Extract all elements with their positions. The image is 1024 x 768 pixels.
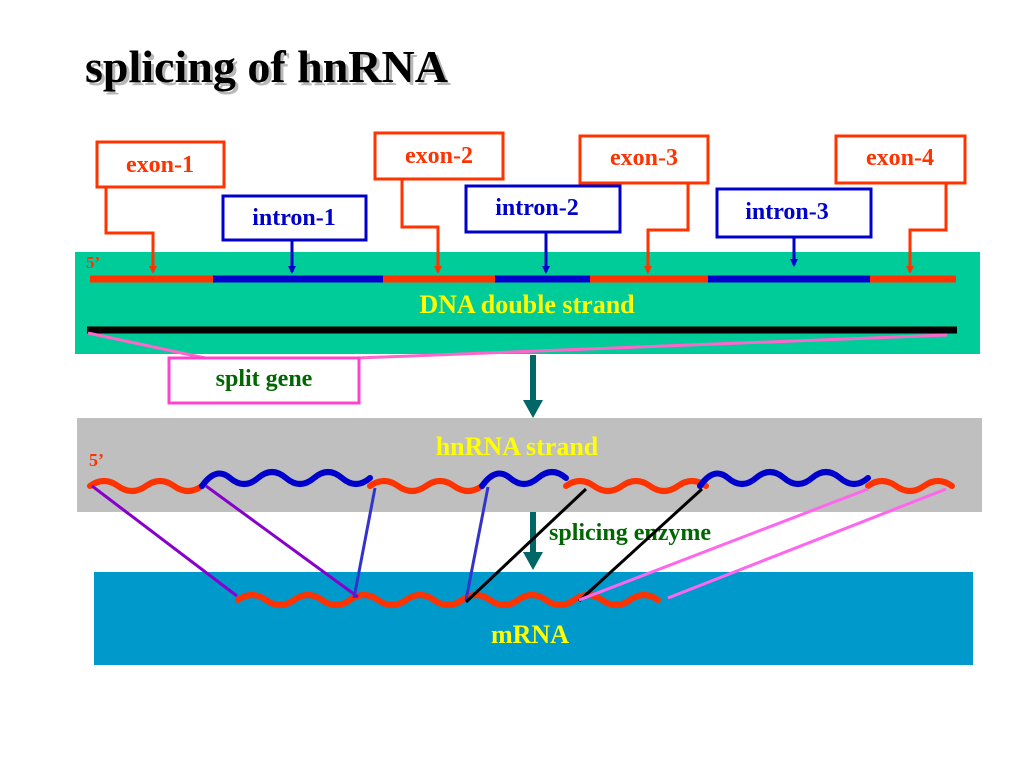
- transcription-arrow: [523, 355, 543, 418]
- hnrna-exon-3: [563, 478, 709, 494]
- intron-1-callout: [221, 194, 368, 274]
- hnrna-band: [77, 418, 982, 512]
- hnrna-exon-1: [87, 478, 205, 494]
- split-gene-label: split gene: [216, 366, 313, 392]
- split-gene-line-left: [87, 331, 206, 360]
- splice-connectors: [91, 484, 947, 604]
- hnrna-intron-3: [697, 469, 871, 489]
- page-title: splicing of hnRNA: [85, 41, 448, 92]
- exon-4-label: exon-4: [866, 145, 934, 171]
- exon-2-callout: [373, 131, 505, 274]
- intron-2-callout: [464, 184, 622, 274]
- connector-exon-4-end: [667, 487, 947, 600]
- splicing-arrow: [523, 512, 543, 570]
- intron-3-label: intron-3: [745, 199, 829, 225]
- exon-2-label: exon-2: [405, 143, 473, 169]
- hnrna-intron-1: [199, 469, 373, 489]
- dna-band: [75, 252, 980, 354]
- intron-2-label: intron-2: [495, 195, 579, 221]
- exon-1-label: exon-1: [126, 152, 194, 178]
- hnrna-five-prime-label: 5’: [89, 450, 104, 470]
- dna-strand-label: DNA double strand: [419, 290, 635, 319]
- connector-exon-1-start: [91, 484, 238, 598]
- exon-4-callout: [834, 134, 967, 274]
- hnrna-intron-2: [479, 469, 569, 489]
- mrna-label: mRNA: [491, 620, 569, 649]
- hnrna-strand: [87, 469, 955, 494]
- exon-1-callout: [95, 140, 226, 274]
- splicing-enzyme-label: splicing enzyme: [549, 520, 711, 546]
- split-gene-line-right: [356, 333, 948, 360]
- connector-exon-2-start: [352, 487, 377, 599]
- mrna-band: [94, 572, 973, 665]
- dna-five-prime-label: 5’: [86, 253, 100, 272]
- connector-exon-3-end: [577, 487, 704, 603]
- intron-3-callout: [715, 187, 873, 267]
- exon-3-label: exon-3: [610, 145, 678, 171]
- split-gene-box: [167, 356, 361, 405]
- hnrna-strand-label: hnRNA strand: [436, 432, 599, 461]
- connector-exon-4-start: [578, 487, 869, 602]
- connector-exon-1-end: [205, 484, 359, 599]
- connector-exon-3-start: [464, 487, 588, 604]
- hnrna-exon-4: [865, 478, 955, 494]
- hnrna-exon-2: [367, 478, 485, 494]
- exon-3-callout: [578, 134, 710, 274]
- intron-1-label: intron-1: [252, 205, 336, 231]
- connector-exon-2-end: [464, 486, 490, 601]
